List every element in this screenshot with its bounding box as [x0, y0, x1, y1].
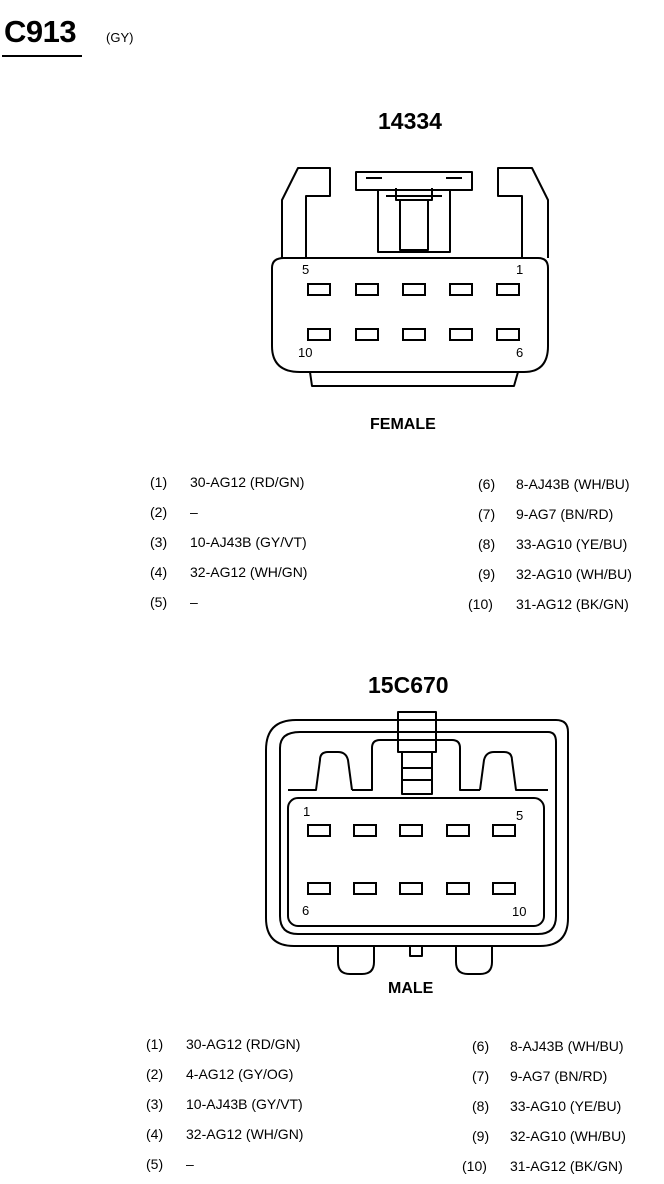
female-cavity [496, 283, 520, 296]
female-cavity [307, 283, 331, 296]
female-cavity-label: 1 [516, 262, 523, 277]
pin-circuit: 31-AG12 (BK/GN) [510, 1158, 623, 1174]
female-cavity [449, 283, 473, 296]
connector-title: C913 [4, 14, 77, 49]
male-part-number: 15C670 [368, 672, 449, 698]
male-connector-face [265, 711, 569, 975]
male-cavity [307, 824, 331, 837]
pin-number: (2) [146, 1066, 164, 1082]
pin-circuit: 8-AJ43B (WH/BU) [516, 476, 630, 492]
female-cavity-label: 6 [516, 345, 523, 360]
female-cavity [355, 283, 379, 296]
pin-circuit: 10-AJ43B (GY/VT) [186, 1096, 303, 1112]
male-cavity [307, 882, 331, 895]
pin-number: (1) [150, 474, 168, 490]
pin-number: (7) [478, 506, 496, 522]
male-cavities [307, 824, 516, 895]
pin-number: (4) [150, 564, 168, 580]
female-cavity [402, 283, 426, 296]
pin-number: (10) [462, 1158, 487, 1174]
pin-number: (5) [146, 1156, 164, 1172]
pin-circuit: 30-AG12 (RD/GN) [186, 1036, 301, 1052]
male-cavity [492, 882, 516, 895]
male-cavity-label: 1 [303, 804, 310, 819]
female-cavity [496, 328, 520, 341]
male-cavity [353, 882, 377, 895]
pin-number: (8) [472, 1098, 490, 1114]
title-underline [2, 55, 82, 57]
pin-number: (5) [150, 594, 168, 610]
female-cavity [355, 328, 379, 341]
pin-number: (2) [150, 504, 168, 520]
female-cavities [307, 283, 520, 341]
pin-circuit: 33-AG10 (YE/BU) [516, 536, 628, 552]
pin-circuit: – [190, 504, 198, 520]
male-cavity-label: 5 [516, 808, 523, 823]
pin-circuit: 9-AG7 (BN/RD) [516, 506, 614, 522]
female-part-number: 14334 [378, 108, 442, 134]
male-cavity-label: 6 [302, 903, 309, 918]
pin-circuit: 32-AG10 (WH/BU) [510, 1128, 626, 1144]
pin-circuit: 32-AG12 (WH/GN) [190, 564, 308, 580]
pin-circuit: – [186, 1156, 194, 1172]
female-cavity-label: 5 [302, 262, 309, 277]
pin-circuit: 8-AJ43B (WH/BU) [510, 1038, 624, 1054]
female-cavity [449, 328, 473, 341]
pin-number: (1) [146, 1036, 164, 1052]
pin-circuit: 4-AG12 (GY/OG) [186, 1066, 294, 1082]
pin-number: (3) [146, 1096, 164, 1112]
pin-circuit: 32-AG12 (WH/GN) [186, 1126, 304, 1142]
pin-number: (6) [478, 476, 496, 492]
male-cavity [492, 824, 516, 837]
pin-number: (6) [472, 1038, 490, 1054]
pin-number: (10) [468, 596, 493, 612]
connector-color: (GY) [106, 30, 134, 45]
pin-circuit: 30-AG12 (RD/GN) [190, 474, 305, 490]
female-connector-face [271, 167, 549, 387]
pin-circuit: – [190, 594, 198, 610]
pin-circuit: 31-AG12 (BK/GN) [516, 596, 629, 612]
pin-circuit: 33-AG10 (YE/BU) [510, 1098, 622, 1114]
male-cavity [399, 824, 423, 837]
male-cavity [399, 882, 423, 895]
pin-number: (3) [150, 534, 168, 550]
male-gender-label: MALE [388, 980, 434, 997]
male-cavity-label: 10 [512, 904, 526, 919]
pin-circuit: 32-AG10 (WH/BU) [516, 566, 632, 582]
pin-number: (4) [146, 1126, 164, 1142]
female-cavity [307, 328, 331, 341]
male-cavity [446, 882, 470, 895]
male-cavity [353, 824, 377, 837]
pin-number: (7) [472, 1068, 490, 1084]
pin-circuit: 10-AJ43B (GY/VT) [190, 534, 307, 550]
pin-circuit: 9-AG7 (BN/RD) [510, 1068, 608, 1084]
male-cavity [446, 824, 470, 837]
female-cavity-label: 10 [298, 345, 312, 360]
female-gender-label: FEMALE [370, 416, 436, 433]
pin-number: (9) [472, 1128, 490, 1144]
pin-number: (9) [478, 566, 496, 582]
female-cavity [402, 328, 426, 341]
pin-number: (8) [478, 536, 496, 552]
